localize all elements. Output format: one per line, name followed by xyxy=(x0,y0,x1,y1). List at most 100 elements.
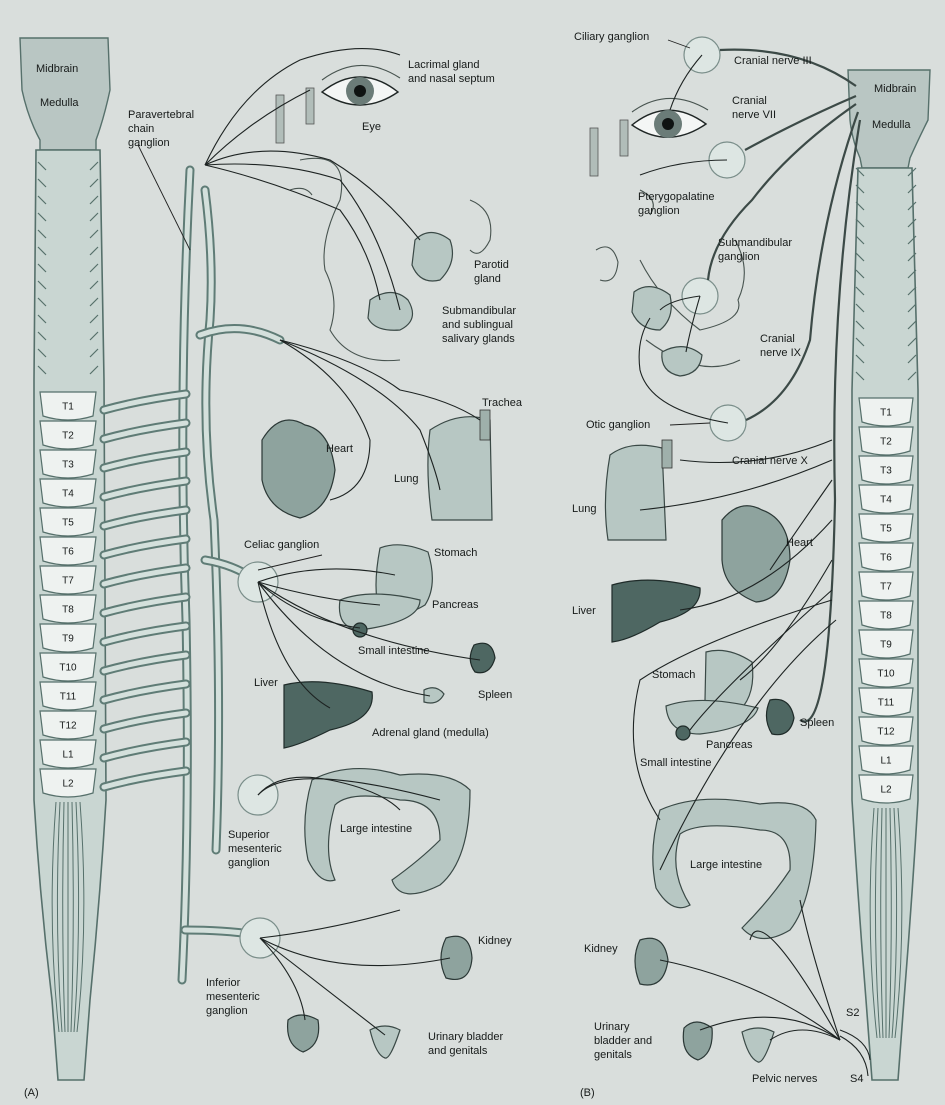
celiac-pointer xyxy=(258,555,322,570)
segment-label-t7: T7 xyxy=(880,582,892,593)
organs-right xyxy=(605,287,816,1062)
submandibular-ganglion-label-2: ganglion xyxy=(718,251,760,263)
inferior-mesenteric-label-1: Inferior xyxy=(206,977,241,989)
segment-label-t9: T9 xyxy=(880,640,892,651)
pterygopalatine-label-1: Pterygopalatine xyxy=(638,191,714,203)
segment-label-t2: T2 xyxy=(880,437,892,448)
vertebrae-right: T1T2T3T4T5T6T7T8T9T10T11T12L1L2 xyxy=(859,398,913,803)
paravertebral-label-3: ganglion xyxy=(128,137,170,149)
kidney-left xyxy=(441,936,472,979)
small-intestine-label-right: Small intestine xyxy=(640,757,712,769)
parotid-label-2: gland xyxy=(474,273,501,285)
segment-label-l2: L2 xyxy=(880,785,892,796)
brainstem-left xyxy=(20,38,110,150)
bladder-label-right-1: Urinary xyxy=(594,1021,630,1033)
s2-label: S2 xyxy=(846,1007,859,1019)
ciliary-pointer xyxy=(668,40,690,48)
pterygopalatine-label-2: ganglion xyxy=(638,205,680,217)
chain-rami xyxy=(104,394,186,787)
cn7-label-1: Cranial xyxy=(732,95,767,107)
medulla-label-left: Medulla xyxy=(40,97,79,109)
pancreas-label-left: Pancreas xyxy=(432,599,479,611)
pelvic-nerves-label: Pelvic nerves xyxy=(752,1073,818,1085)
pancreas-label-right: Pancreas xyxy=(706,739,753,751)
segment-label-t9: T9 xyxy=(62,634,74,645)
lung-label-left: Lung xyxy=(394,473,418,485)
paravertebral-label-1: Paravertebral xyxy=(128,109,194,121)
superior-mesenteric-label-1: Superior xyxy=(228,829,270,841)
submandibular-label-2: and sublingual xyxy=(442,319,513,331)
heart-label-left: Heart xyxy=(326,443,353,455)
parotid-right xyxy=(632,287,671,330)
heart-right xyxy=(722,506,790,602)
stomach-label-left: Stomach xyxy=(434,547,477,559)
pancreas-left xyxy=(339,594,420,630)
lung-label-right: Lung xyxy=(572,503,596,515)
bladder-label-left-1: Urinary bladder xyxy=(428,1031,504,1043)
spleen-left xyxy=(470,643,495,673)
kidney-label-right: Kidney xyxy=(584,943,618,955)
genitals-right xyxy=(742,1028,774,1062)
bladder-label-right-3: genitals xyxy=(594,1049,632,1061)
midbrain-label-left: Midbrain xyxy=(36,63,78,75)
salivary-glands xyxy=(368,293,413,331)
cn9-label-2: nerve IX xyxy=(760,347,802,359)
trachea-left xyxy=(480,410,490,440)
cn9-label-1: Cranial xyxy=(760,333,795,345)
segment-label-t3: T3 xyxy=(62,460,74,471)
parasympathetic-panel: T1T2T3T4T5T6T7T8T9T10T11T12L1L2 xyxy=(572,31,930,1099)
spinal-column-right: T1T2T3T4T5T6T7T8T9T10T11T12L1L2 xyxy=(848,70,930,1080)
liver-label-right: Liver xyxy=(572,605,596,617)
small-intestine-left xyxy=(353,623,367,637)
ear-left xyxy=(470,200,491,253)
trachea-right xyxy=(662,440,672,468)
spleen-right xyxy=(766,699,794,734)
large-intestine-label-left: Large intestine xyxy=(340,823,412,835)
spleen-label-left: Spleen xyxy=(478,689,512,701)
salivary-right xyxy=(662,347,702,376)
inferior-mesenteric-label-3: ganglion xyxy=(206,1005,248,1017)
submandibular-label-3: salivary glands xyxy=(442,333,515,345)
segment-label-t10: T10 xyxy=(877,669,895,680)
otic-label: Otic ganglion xyxy=(586,419,650,431)
superior-mesenteric-label-2: mesenteric xyxy=(228,843,282,855)
kidney-right xyxy=(635,938,668,985)
panel-a-label: (A) xyxy=(24,1087,39,1099)
s4-label: S4 xyxy=(850,1073,863,1085)
liver-left xyxy=(284,682,372,748)
large-intestine-label-right: Large intestine xyxy=(690,859,762,871)
panel-b-label: (B) xyxy=(580,1087,595,1099)
lung-right xyxy=(605,445,666,540)
kidney-label-left: Kidney xyxy=(478,935,512,947)
segment-label-t5: T5 xyxy=(62,518,74,529)
segment-label-t4: T4 xyxy=(62,489,74,500)
ear-right xyxy=(596,247,618,281)
paravertebral-label-2: chain xyxy=(128,123,154,135)
eye-label-left: Eye xyxy=(362,121,381,133)
segment-label-t2: T2 xyxy=(62,431,74,442)
segment-label-t11: T11 xyxy=(60,692,77,703)
lacrimal-label-2: and nasal septum xyxy=(408,73,495,85)
ciliary-label: Ciliary ganglion xyxy=(574,31,649,43)
segment-label-l1: L1 xyxy=(62,750,74,761)
eye-left-panel xyxy=(276,65,400,143)
genitals-left xyxy=(370,1026,400,1058)
spleen-label-right: Spleen xyxy=(800,717,834,729)
segment-label-t5: T5 xyxy=(880,524,892,535)
paravertebral-pointer xyxy=(138,145,190,250)
small-intestine-label-left: Small intestine xyxy=(358,645,430,657)
segment-label-t4: T4 xyxy=(880,495,892,506)
segment-label-t3: T3 xyxy=(880,466,892,477)
cn10-label: Cranial nerve X xyxy=(732,455,808,467)
segment-label-t1: T1 xyxy=(62,402,74,413)
segment-label-t12: T12 xyxy=(877,727,895,738)
segment-label-t6: T6 xyxy=(880,553,892,564)
celiac-label: Celiac ganglion xyxy=(244,539,319,551)
small-intestine-right xyxy=(676,726,690,740)
segment-label-t1: T1 xyxy=(880,408,892,419)
inferior-mesenteric-label-2: mesenteric xyxy=(206,991,260,1003)
segment-label-t11: T11 xyxy=(878,698,895,709)
sympathetic-panel: T1T2T3T4T5T6T7T8T9T10T11T12L1L2 xyxy=(20,38,523,1099)
